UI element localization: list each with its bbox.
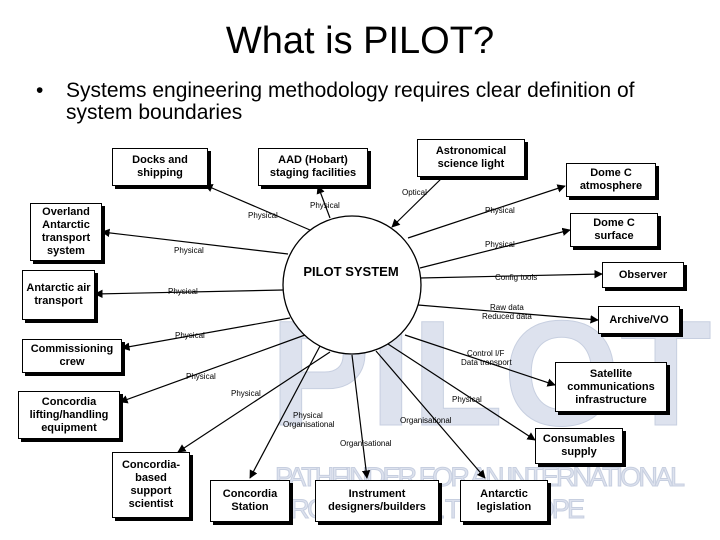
edge-label-physical-6: Physical <box>168 287 198 296</box>
connector-satellite <box>404 334 556 387</box>
connector-air <box>94 289 284 299</box>
connector-domec-surface <box>419 227 571 269</box>
edge-label-physical-5: Physical <box>174 246 204 255</box>
edge-label-physical-2: Physical <box>248 211 278 220</box>
connector-aad <box>316 185 331 219</box>
node-commissioning: Commissioning crew <box>22 339 122 373</box>
edge-label-reduced-data: Reduced data <box>482 312 532 321</box>
node-legislation: Antarctic legislation <box>460 480 548 522</box>
node-domec-atm: Dome C atmosphere <box>566 163 656 197</box>
node-astro: Astronomical science light <box>417 139 525 177</box>
node-air: Antarctic air transport <box>22 270 95 320</box>
edge-label-physical-3: Physical <box>485 206 515 215</box>
connector-astro <box>391 174 446 228</box>
connector-station <box>249 345 321 479</box>
edge-label-config-tools: Config tools <box>495 273 538 282</box>
node-archive: Archive/VO <box>598 306 680 334</box>
node-satellite: Satellite communications infrastructure <box>555 362 667 412</box>
connector-consumables <box>387 343 536 441</box>
page-title: What is PILOT? <box>225 20 495 62</box>
connector-legislation <box>375 350 486 479</box>
edge-label-organisational-3: Organisational <box>340 439 392 448</box>
node-station: Concordia Station <box>210 480 290 522</box>
edge-label-physical-11: Physical <box>293 411 323 420</box>
bullet-text: Systems engineering methodology requires… <box>66 79 635 124</box>
node-docks: Docks and shipping <box>112 148 208 186</box>
pilot-system-circle <box>282 215 422 355</box>
edge-label-optical: Optical <box>402 188 427 197</box>
edge-label-physical-10: Physical <box>452 395 482 404</box>
connector-overland <box>101 228 289 255</box>
bullet-icon: • <box>36 79 44 102</box>
edge-label-organisational-1: Organisational <box>283 420 335 429</box>
pilot-system-label: PILOT SYSTEM <box>303 264 399 279</box>
edge-label-control-if: Control I/F <box>467 349 505 358</box>
edge-label-physical-7: Physical <box>175 331 205 340</box>
node-scientist: Concordia-based support scientist <box>112 452 190 518</box>
connector-observer <box>419 269 603 279</box>
edge-label-physical-9: Physical <box>231 389 261 398</box>
node-instrument: Instrument designers/builders <box>315 480 439 522</box>
edge-label-physical-8: Physical <box>186 372 216 381</box>
connector-instrument <box>351 354 371 479</box>
edge-label-physical-4: Physical <box>485 240 515 249</box>
node-observer: Observer <box>602 262 684 288</box>
edge-label-organisational-2: Organisational <box>400 416 452 425</box>
connector-scientist <box>177 351 331 453</box>
node-consumables: Consumables supply <box>535 428 623 464</box>
connector-docks <box>204 184 311 231</box>
edge-label-raw-data: Raw data <box>490 303 524 312</box>
edge-label-physical-1: Physical <box>310 201 340 210</box>
node-overland: Overland Antarctic transport system <box>30 203 102 261</box>
edge-label-data-transport: Data transport <box>461 358 512 367</box>
node-aad: AAD (Hobart) staging facilities <box>258 148 368 186</box>
connector-domec-atm <box>407 184 566 239</box>
node-concordia-lifting: Concordia lifting/handling equipment <box>18 391 120 439</box>
connector-archive <box>417 304 599 324</box>
connector-concordia-lifting <box>119 334 306 404</box>
node-domec-surface: Dome C surface <box>570 213 658 247</box>
connector-commissioning <box>121 317 291 351</box>
